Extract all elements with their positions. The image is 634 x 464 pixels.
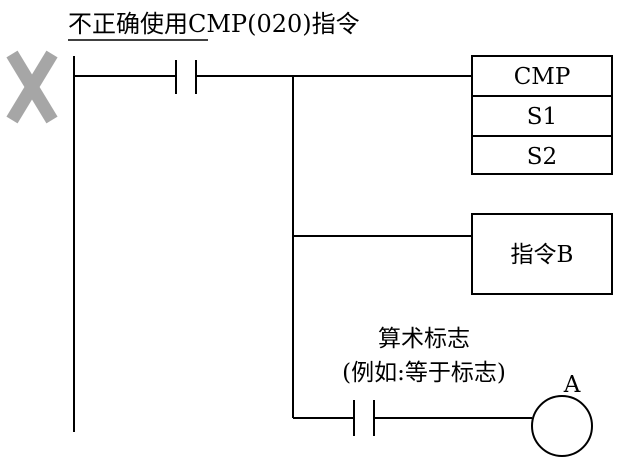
cmp-instruction-name: CMP [514,64,571,90]
normally-open-contact [175,60,197,94]
page-title: 不正确使用CMP(020)指令 [68,10,360,38]
cmp-operand-s1: S1 [527,104,557,130]
cross-mark-icon [6,50,58,124]
output-coil-icon [531,395,593,457]
cmp-operand-s2: S2 [527,144,557,170]
instruction-b-label: 指令B [511,242,574,268]
cmp-instruction-block: CMP S1 S2 [471,55,613,175]
flag-contact-label-line2: (例如:等于标志) [342,360,506,386]
instruction-b-block: 指令B [471,213,613,295]
flag-normally-open-contact [353,400,375,436]
output-coil-label: A [563,372,581,398]
flag-contact-label-line1: 算术标志 [378,326,470,352]
